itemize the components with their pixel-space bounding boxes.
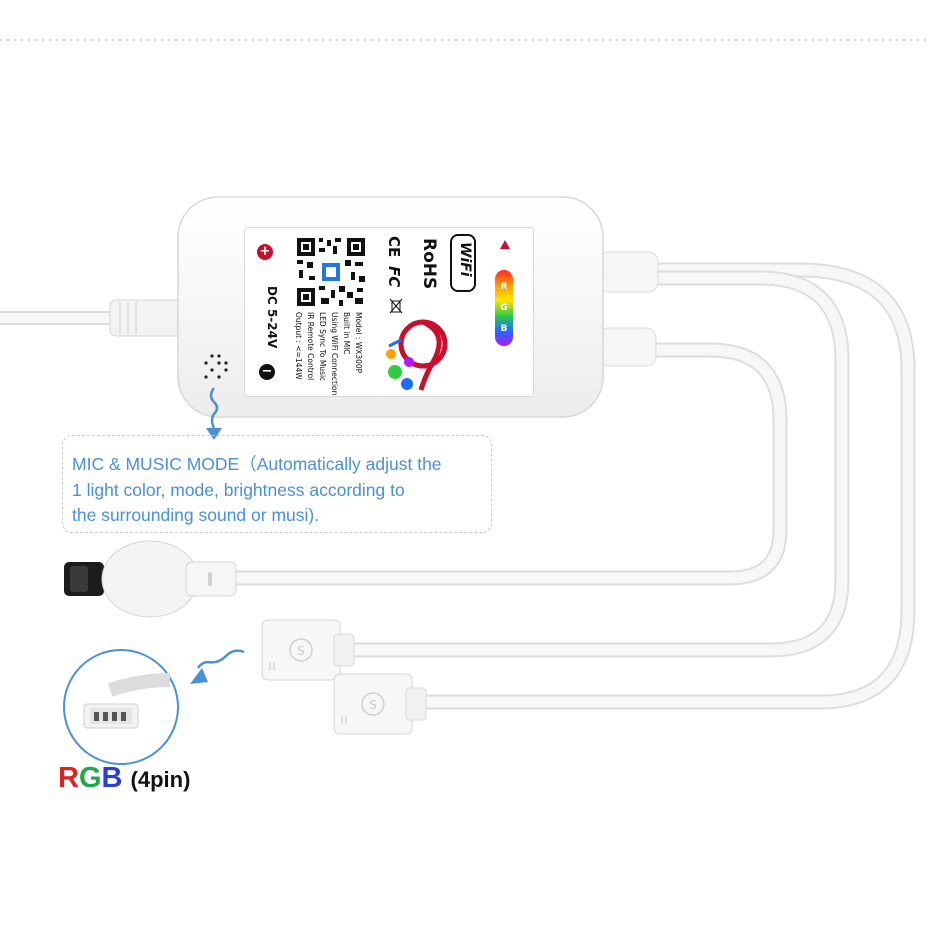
feature-item: LED Sync To Music	[318, 312, 327, 382]
mic-mode-callout	[62, 435, 492, 533]
feature-item: Using WiFi Connection	[330, 312, 339, 396]
feature-item: Output : <=144W	[294, 312, 303, 380]
svg-text:S: S	[297, 644, 305, 658]
rgb-4pin-label: RGB (4pin)	[58, 762, 190, 795]
pin-count-text: (4pin)	[130, 767, 191, 792]
rgb-letter-g: G	[78, 762, 102, 794]
female-connector-upper: S	[261, 619, 355, 681]
mic-mode-line: MIC & MUSIC MODE（Automatically adjust th…	[72, 454, 442, 474]
rohs-mark: RoHS	[419, 238, 439, 290]
controller-label: + − DC 5-24V Model : WX300P Built in MIC…	[244, 227, 534, 397]
rgb-arrow-head	[190, 668, 208, 684]
mic-arrow-line	[209, 387, 219, 429]
mic-arrow-head	[206, 428, 222, 440]
model-text: Model : WX300P	[354, 312, 363, 374]
fc-mark: FC	[385, 266, 403, 288]
mic-mode-line: 1 light color, mode, brightness accordin…	[72, 479, 405, 500]
feature-item: IR Remote Control	[306, 312, 315, 381]
output-sleeves	[597, 251, 659, 367]
mic-mode-line: the surrounding sound or musi).	[72, 505, 320, 525]
cables	[0, 262, 916, 710]
wifi-logo: WiFi	[450, 234, 476, 292]
minus-terminal: −	[259, 364, 275, 380]
svg-text:S: S	[369, 698, 377, 712]
rgb-letter-b: B	[101, 762, 123, 794]
rgb-connector-zoom	[63, 649, 179, 765]
voltage-label: DC 5-24V	[265, 286, 279, 349]
music-note-icon	[386, 319, 448, 391]
ce-mark: CE	[385, 236, 403, 258]
rgb-letter-r: R	[58, 762, 79, 794]
rgb-arrow-line	[196, 649, 245, 669]
ir-receiver	[64, 540, 237, 618]
weee-bin-icon	[389, 298, 403, 314]
female-connector-lower: S	[333, 673, 427, 735]
triangle-marker-icon	[500, 240, 510, 249]
input-strain-relief	[109, 299, 185, 337]
qr-code	[295, 236, 367, 308]
mic-holes	[204, 354, 228, 379]
rgb-pill: R G B	[495, 270, 513, 346]
feature-item: Built in MIC	[342, 312, 351, 355]
plus-terminal: +	[257, 244, 273, 260]
mic-mode-description: MIC & MUSIC MODE（Automatically adjust th…	[72, 452, 492, 529]
